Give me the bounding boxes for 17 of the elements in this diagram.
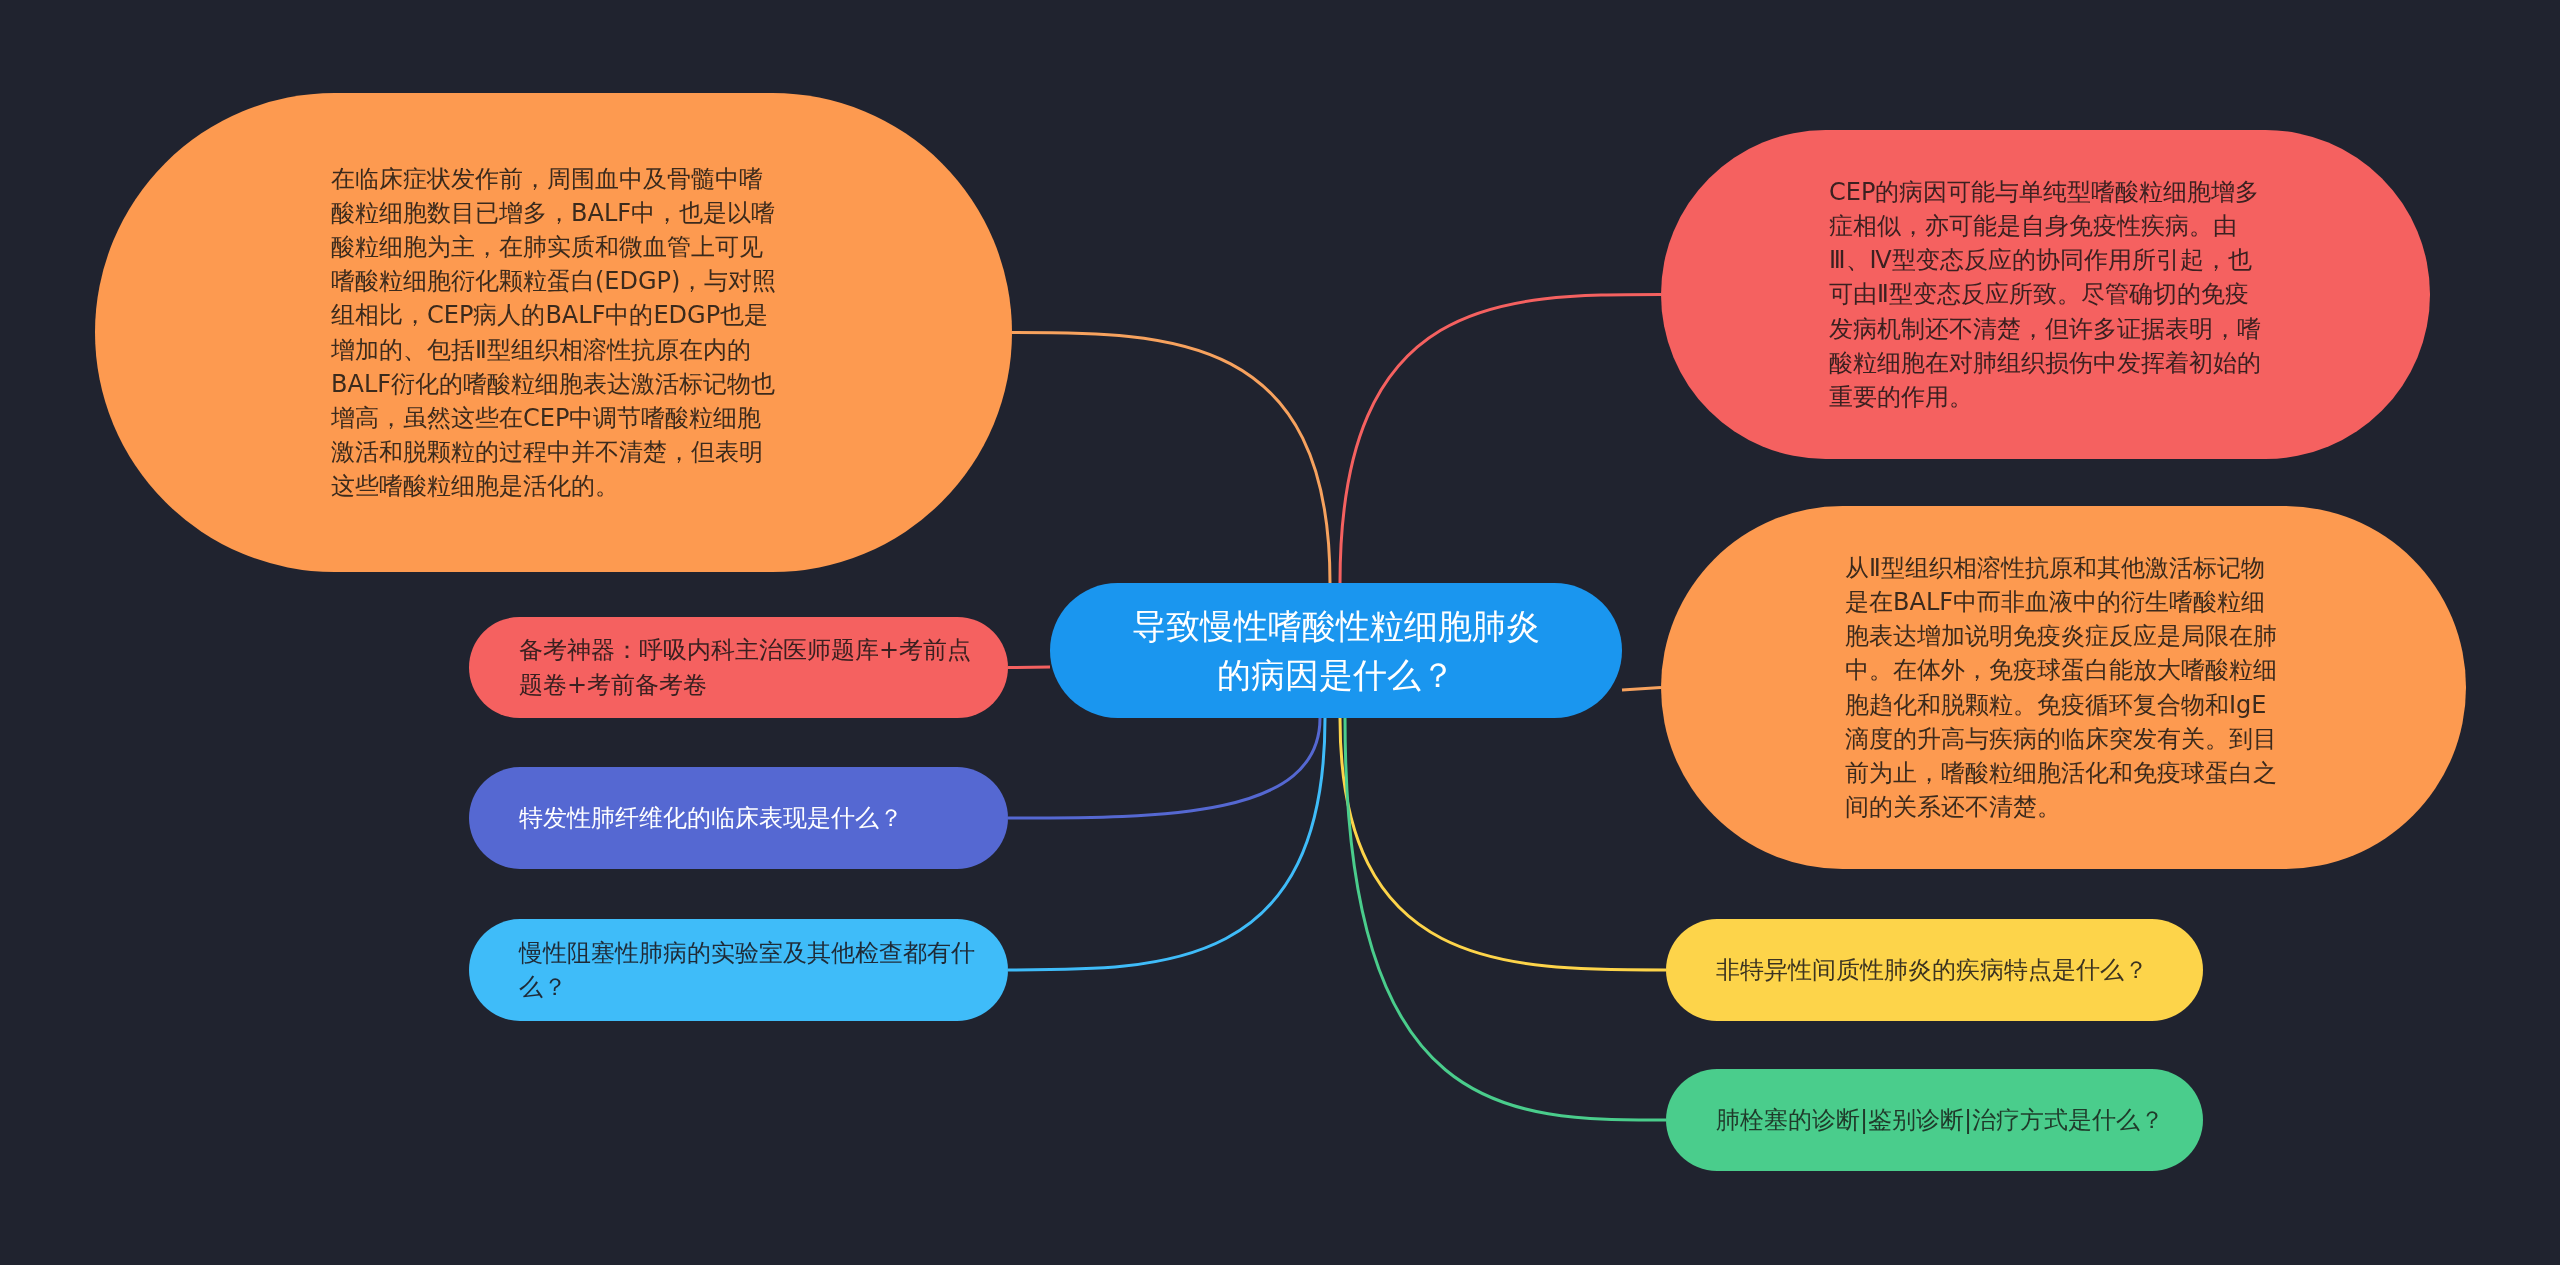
- connector-line: [1008, 665, 1050, 669]
- connector-line: [1012, 331, 1332, 584]
- topic-box: CEP的病因可能与单纯型嗜酸粒细胞增多症相似，亦可能是自身免疫性疾病。由Ⅲ、Ⅳ型变态反应的协同作用所引起，也可由Ⅱ型变态反应所致。尽管确切的免疫发病机制还不清楚，但许多证据表明，嗜酸粒细胞在对肺组织损伤中发挥着初始的重要的作用。: [1661, 130, 2430, 459]
- connector-line: [1008, 717, 1322, 820]
- topic-box: 特发性肺纤维化的临床表现是什么？: [469, 767, 1008, 869]
- topic-box: 肺栓塞的诊断|鉴别诊断|治疗方式是什么？: [1666, 1069, 2203, 1171]
- connector-line: [1008, 717, 1327, 972]
- topic-box: 在临床症状发作前，周围血中及骨髓中嗜酸粒细胞数目已增多，BALF中，也是以嗜酸粒细胞为主，在肺实质和微血管上可见嗜酸粒细胞衍化颗粒蛋白(EDGP)，与对照组相比，CEP病人的BALF中的EDGP也是增加的、包括Ⅱ型组织相溶性抗原在内的BALF衍化的嗜酸粒细胞表达激活标记物也增高，虽然这些在CEP中调节嗜酸粒细胞激活和脱颗粒的过程中并不清楚，但表明这些嗜酸粒细胞是活化的。: [95, 93, 1012, 572]
- topic-box: 非特异性间质性肺炎的疾病特点是什么？: [1666, 919, 2203, 1021]
- connector-line: [1338, 717, 1666, 972]
- connector-line: [1621, 686, 1662, 692]
- connector-line: [1343, 717, 1666, 1122]
- topic-box: 慢性阻塞性肺病的实验室及其他检查都有什么？: [469, 919, 1008, 1021]
- topic-box: 备考神器：呼吸内科主治医师题库+考前点题卷+考前备考卷: [469, 617, 1008, 718]
- central-topic-box: 导致慢性嗜酸性粒细胞肺炎的病因是什么？: [1050, 583, 1622, 718]
- connector-line: [1338, 293, 1661, 584]
- topic-box: 从Ⅱ型组织相溶性抗原和其他激活标记物是在BALF中而非血液中的衍生嗜酸粒细胞表达增加说明免疫炎症反应是局限在肺中。在体外，免疫球蛋白能放大嗜酸粒细胞趋化和脱颗粒。免疫循环复合物和IgE滴度的升高与疾病的临床突发有关。到目前为止，嗜酸粒细胞活化和免疫球蛋白之间的关系还不清楚。: [1661, 506, 2466, 869]
